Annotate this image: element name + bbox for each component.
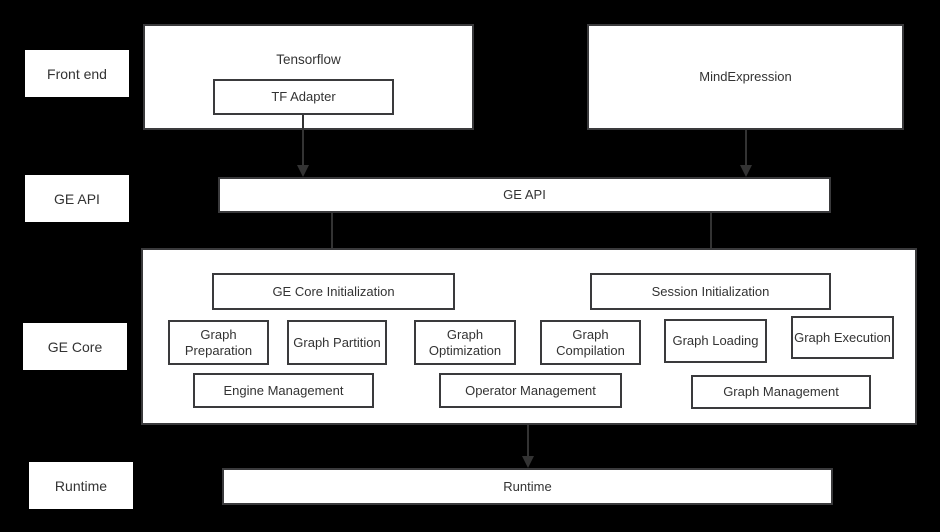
graph-optimization-box: Graph Optimization — [414, 320, 516, 365]
ge-api-bar: GE API — [218, 177, 831, 213]
row-label-ge-core: GE Core — [23, 323, 127, 370]
mindexpression-box: MindExpression — [587, 24, 904, 130]
tensorflow-box: Tensorflow TF Adapter — [143, 24, 474, 130]
row-label-ge-api: GE API — [25, 175, 129, 222]
row-label-runtime: Runtime — [29, 462, 133, 509]
ge-core-initialization-box: GE Core Initialization — [212, 273, 455, 310]
session-initialization-box: Session Initialization — [590, 273, 831, 310]
tensorflow-title: Tensorflow — [276, 52, 341, 67]
ge-core-box: GE Core Initialization Session Initializ… — [141, 248, 917, 425]
row-label-front-end: Front end — [25, 50, 129, 97]
graph-partition-box: Graph Partition — [287, 320, 387, 365]
arrow-down-icon-tf-adapter-to-ge-api — [297, 115, 309, 177]
arrow-down-icon-ge-core-to-runtime — [522, 425, 534, 468]
runtime-bar: Runtime — [222, 468, 833, 505]
tf-adapter-box: TF Adapter — [213, 79, 394, 115]
engine-management-box: Engine Management — [193, 373, 374, 408]
operator-management-box: Operator Management — [439, 373, 622, 408]
graph-preparation-box: Graph Preparation — [168, 320, 269, 365]
graph-loading-box: Graph Loading — [664, 319, 767, 363]
arrow-down-icon-mindexpression-to-ge-api — [740, 130, 752, 177]
graph-compilation-box: Graph Compilation — [540, 320, 641, 365]
graph-execution-box: Graph Execution — [791, 316, 894, 359]
graph-management-box: Graph Management — [691, 375, 871, 409]
